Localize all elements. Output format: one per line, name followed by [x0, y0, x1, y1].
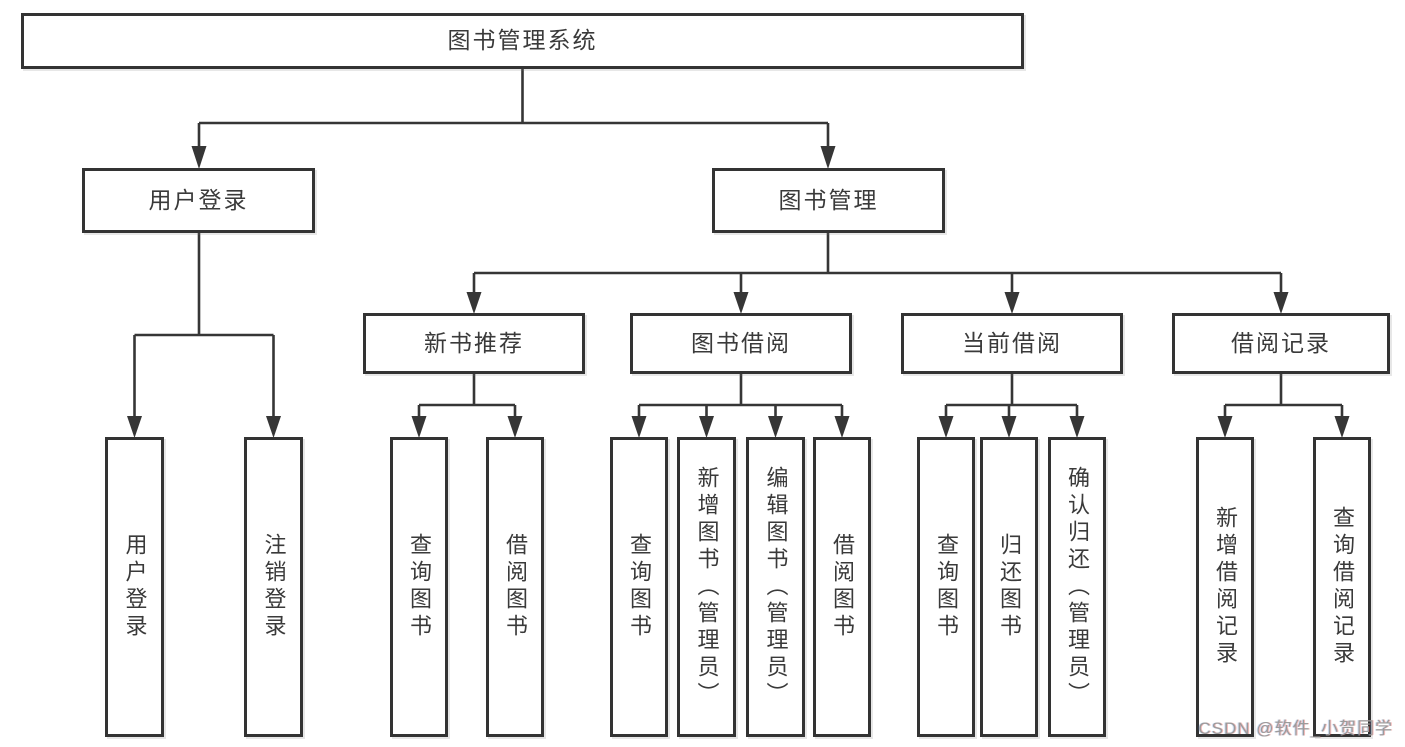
leaf-borrow-books: 借阅图书: [813, 437, 871, 737]
node-label: 注销登录: [261, 533, 287, 641]
node-root: 图书管理系统: [21, 13, 1024, 69]
node-label: 确认归还（管理员）: [1065, 465, 1090, 709]
leaf-query-books-recommend: 查询图书: [390, 437, 448, 737]
node-label: 图书借阅: [691, 329, 791, 356]
node-label: 查询借阅记录: [1330, 506, 1355, 668]
node-label: 借阅记录: [1231, 329, 1331, 356]
node-label: 查询图书: [407, 533, 432, 641]
leaf-user-login: 用户登录: [105, 437, 164, 737]
node-new-book-recommend: 新书推荐: [363, 313, 585, 374]
node-label: 编辑图书（管理员）: [763, 465, 789, 709]
node-label: 新增借阅记录: [1213, 506, 1238, 668]
node-label: 用户登录: [122, 533, 148, 641]
node-label: 图书管理系统: [447, 27, 598, 54]
leaf-query-books-borrow: 查询图书: [610, 437, 668, 737]
leaf-query-books-current: 查询图书: [917, 437, 975, 737]
node-label: 归还图书: [997, 533, 1022, 641]
node-book-borrow: 图书借阅: [630, 313, 852, 374]
node-label: 新增图书（管理员）: [694, 465, 720, 709]
leaf-add-borrow-record: 新增借阅记录: [1196, 437, 1254, 737]
node-current-borrow: 当前借阅: [901, 313, 1123, 374]
node-label: 用户登录: [148, 186, 249, 213]
leaf-logout: 注销登录: [244, 437, 303, 737]
node-borrow-records: 借阅记录: [1172, 313, 1390, 374]
node-user-login: 用户登录: [82, 168, 315, 233]
node-label: 图书管理: [778, 186, 879, 213]
leaf-borrow-books-recommend: 借阅图书: [486, 437, 544, 737]
node-label: 查询图书: [627, 533, 652, 641]
leaf-return-book: 归还图书: [980, 437, 1038, 737]
leaf-edit-book-admin: 编辑图书（管理员）: [746, 437, 805, 737]
leaf-confirm-return-admin: 确认归还（管理员）: [1048, 437, 1106, 737]
node-label: 借阅图书: [830, 533, 855, 641]
leaf-query-borrow-record: 查询借阅记录: [1313, 437, 1371, 737]
leaf-add-book-admin: 新增图书（管理员）: [677, 437, 736, 737]
node-label: 新书推荐: [424, 329, 524, 356]
node-label: 当前借阅: [962, 329, 1062, 356]
node-label: 查询图书: [934, 533, 959, 641]
node-label: 借阅图书: [503, 533, 528, 641]
node-book-management: 图书管理: [712, 168, 945, 233]
csdn-watermark: CSDN @软件_小贺同学: [1198, 719, 1393, 738]
